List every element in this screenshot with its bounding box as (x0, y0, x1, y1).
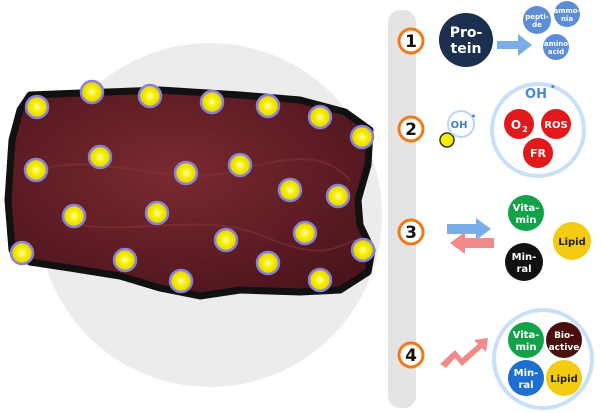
vitamin-label-line1: Vita- (513, 330, 540, 341)
step-1-protein-breakdown: Pro- tein pepti- de ammo- nia amino acid (439, 1, 581, 67)
peptide-circle (523, 6, 551, 34)
oxygen-label: O (511, 118, 521, 132)
ammonia-label-line2: nia (561, 15, 573, 23)
step-4-marker: 4 (397, 341, 425, 369)
mineral-circle (508, 360, 544, 396)
step-4-release: Vita- min Bio- active Min- ral Lipid (440, 308, 594, 410)
protein-label-line1: Pro- (450, 25, 483, 41)
hydroxyl-big-label: OH (525, 87, 547, 102)
nutrient-dot (199, 89, 225, 115)
step-2-radicals: OH • OH • O 2 ROS FR (439, 82, 586, 178)
nutrient-dot (349, 124, 375, 150)
free-radical-circle (523, 138, 553, 168)
peptide-label-line2: de (532, 21, 542, 29)
ammonia-circle (554, 1, 580, 27)
nutrient-dot (255, 93, 281, 119)
ammonia-label-line1: ammo- (553, 7, 580, 15)
protein-circle (439, 13, 493, 67)
nutrient-dot (137, 83, 163, 109)
step-column-bar (388, 10, 416, 408)
oxygen-subscript: 2 (522, 125, 528, 134)
step-2-marker: 2 (397, 115, 425, 143)
hydroxyl-big-dot: • (550, 83, 556, 93)
hydroxyl-bubble (447, 110, 475, 138)
vitamin-label-line1: Vita- (513, 203, 540, 214)
mineral-label-line1: Min- (512, 252, 537, 263)
bioactive-label-line2: active (549, 343, 580, 353)
nutrient-group-circle (492, 308, 594, 410)
nutrient-dot (144, 200, 170, 226)
nutrient-dot (307, 267, 333, 293)
mineral-circle (505, 243, 543, 281)
nutrient-dot (79, 79, 105, 105)
lipid-label: Lipid (550, 374, 578, 385)
small-dot (439, 132, 455, 148)
vitamin-label-line2: min (516, 342, 537, 353)
amino-acid-label-line1: amino (544, 40, 568, 48)
nutrient-dot (61, 203, 87, 229)
nutrient-dot (277, 177, 303, 203)
nutrient-dot (213, 227, 239, 253)
free-radical-label: FR (530, 147, 547, 160)
lipid-circle (553, 222, 591, 260)
hydroxyl-small-dot: • (471, 112, 476, 121)
step-3-exchange: Vita- min Lipid Min- ral (447, 195, 591, 281)
ros-label: ROS (544, 120, 567, 131)
vitamin-circle (508, 322, 544, 358)
nutrient-dot (350, 237, 376, 263)
step-2-number: 2 (405, 120, 417, 140)
nutrient-dot (23, 157, 49, 183)
arrow-right-icon (447, 218, 491, 240)
lipid-label: Lipid (558, 237, 586, 248)
nutrient-dot (307, 104, 333, 130)
bioactive-circle (546, 322, 582, 358)
peptide-label-line1: pepti- (525, 13, 549, 21)
nutrient-dot (255, 250, 281, 276)
bioactive-label-line1: Bio- (554, 331, 574, 341)
arrow-left-icon (450, 232, 494, 254)
hydroxyl-small-label: OH (451, 120, 468, 131)
mineral-label-line1: Min- (514, 368, 539, 379)
nutrient-dot (325, 183, 351, 209)
radical-group-circle (490, 82, 586, 178)
mineral-label-line2: ral (516, 264, 531, 275)
step-3-marker: 3 (397, 218, 425, 246)
vitamin-circle (508, 195, 544, 231)
amino-acid-label-line2: acid (548, 48, 564, 56)
nutrient-dot (292, 220, 318, 246)
oxygen-circle (504, 109, 534, 139)
nutrient-dot (227, 152, 253, 178)
nutrient-dot (168, 268, 194, 294)
protein-label-line2: tein (451, 41, 482, 57)
nutrient-dot (173, 160, 199, 186)
nutrient-dot (9, 240, 35, 266)
step-1-marker: 1 (397, 27, 425, 55)
nutrient-dot (87, 144, 113, 170)
step-3-number: 3 (405, 223, 417, 243)
amino-acid-circle (543, 34, 569, 60)
mineral-label-line2: ral (518, 380, 533, 391)
nutrient-dots (9, 79, 376, 294)
breakdown-arrow-icon (497, 34, 532, 56)
step-4-number: 4 (405, 346, 417, 366)
nutrient-dot (112, 247, 138, 273)
ros-circle (541, 109, 571, 139)
vitamin-label-line2: min (516, 215, 537, 226)
step-1-number: 1 (405, 32, 417, 52)
nutrient-dot (24, 94, 50, 120)
lipid-circle (546, 360, 582, 396)
trend-up-arrow-icon (440, 338, 488, 368)
